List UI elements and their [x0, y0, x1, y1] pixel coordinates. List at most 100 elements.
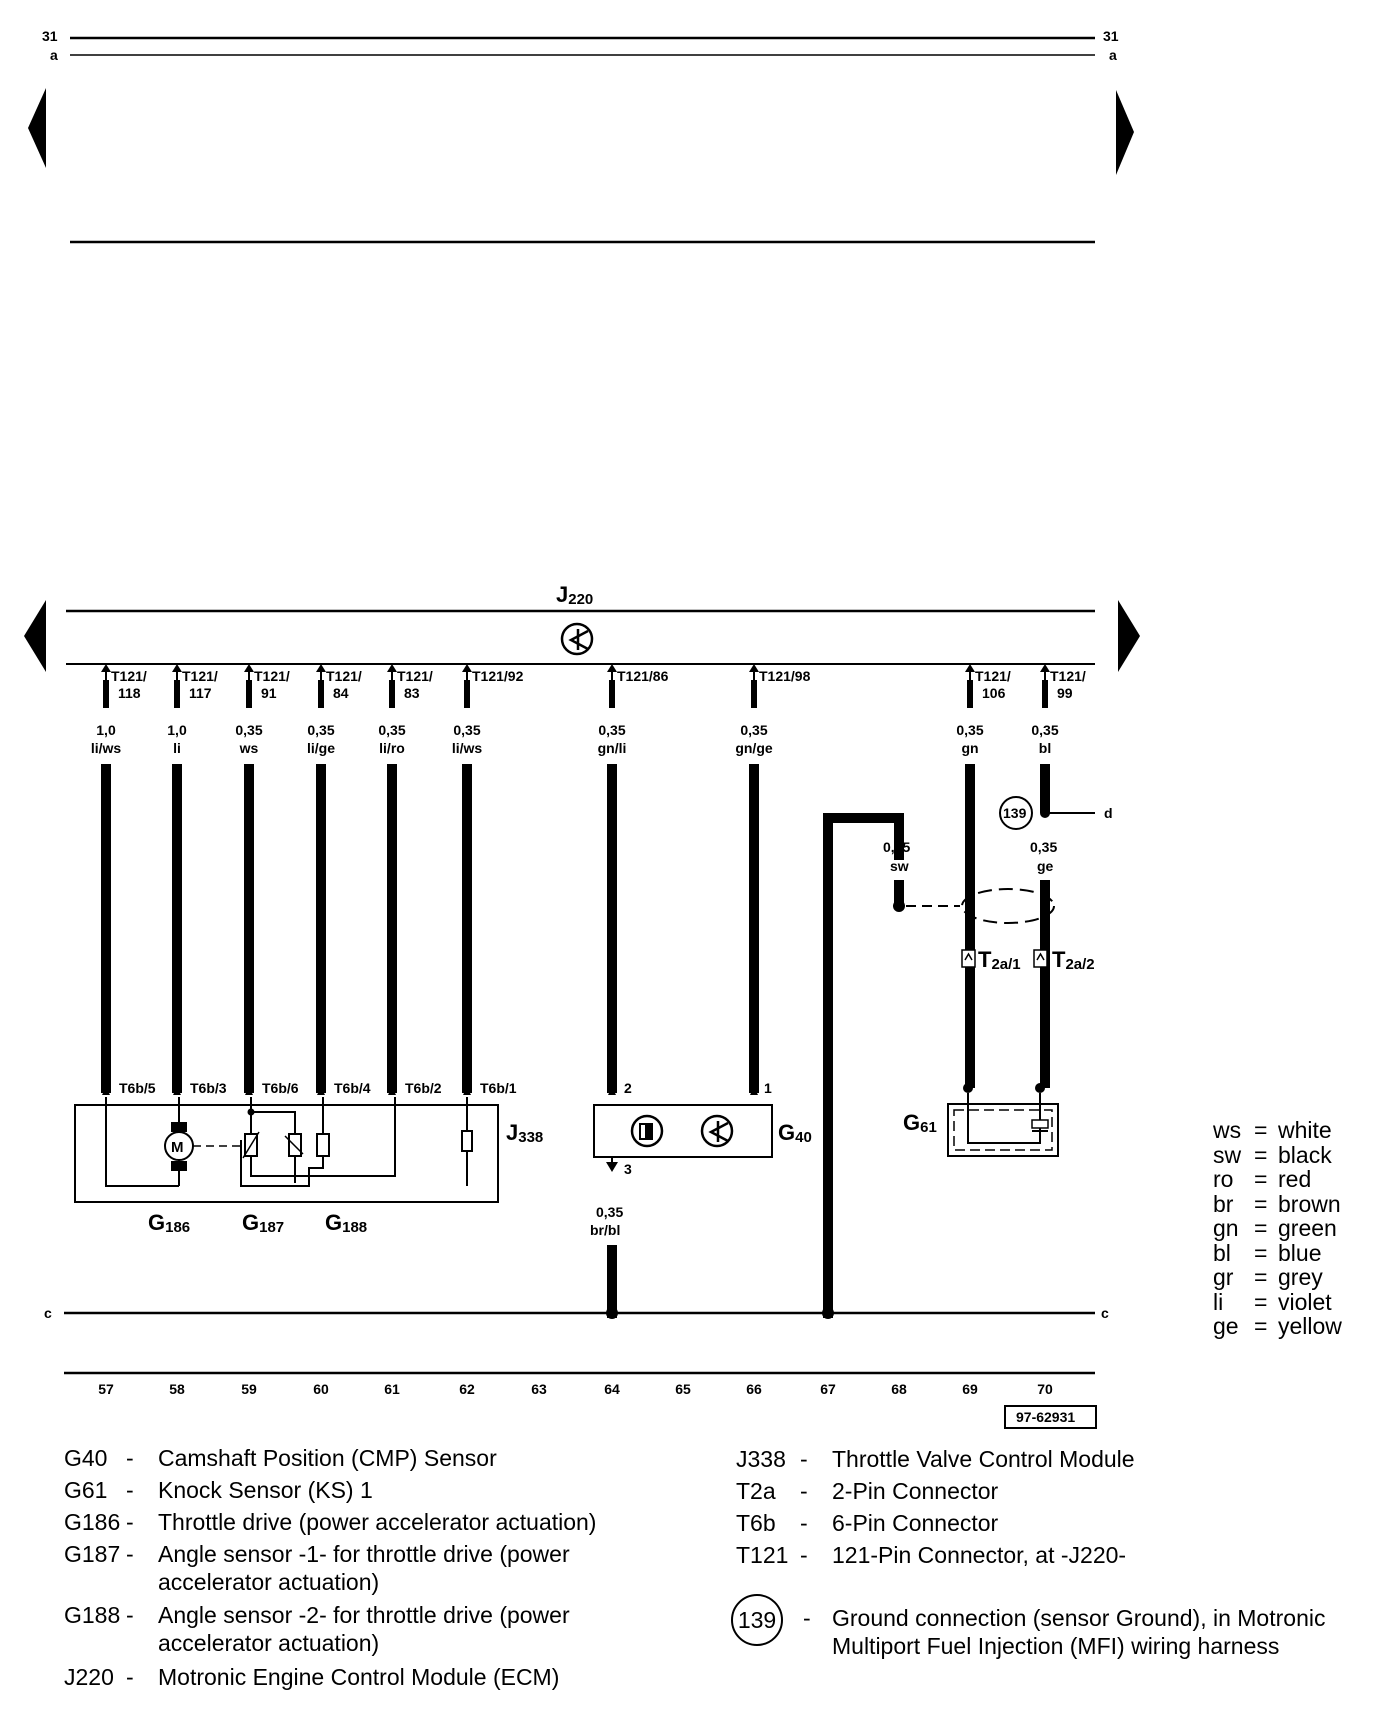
t6b-pin-arrow-icon — [463, 1087, 471, 1095]
t6b-pin-label: T6b/6 — [262, 1080, 299, 1096]
pin-arrow-icon — [965, 664, 975, 672]
wire-size-label: 0,35 — [307, 722, 334, 738]
wire-size-label: 0,35 — [740, 722, 767, 738]
g61-shield-dashed — [953, 1109, 1053, 1151]
column-number: 59 — [241, 1381, 257, 1397]
next-page-arrow[interactable] — [1118, 600, 1140, 672]
wire-size-label: 0,35 — [598, 722, 625, 738]
bus-31-right-label: 31 — [1103, 28, 1119, 44]
pin-label-top: T121/92 — [472, 668, 524, 684]
wire-color-label: gn/li — [598, 740, 627, 756]
t2a-1-connector-icon — [961, 949, 976, 968]
wire-color-label: gn — [961, 740, 978, 756]
j338-module-box — [74, 1104, 499, 1203]
column-number: 66 — [746, 1381, 762, 1397]
t6b-pin-arrow-icon — [317, 1087, 325, 1095]
ground-139-circle — [999, 796, 1033, 830]
bus-31-left-label: 31 — [42, 28, 58, 44]
wire-size-label: 0,35 — [453, 722, 480, 738]
column-number: 70 — [1037, 1381, 1053, 1397]
pin-arrow-icon — [462, 664, 472, 672]
next-page-arrow-top[interactable] — [1116, 90, 1134, 175]
pin-arrow-icon — [244, 664, 254, 672]
wire-size-label: 0,35 — [956, 722, 983, 738]
bus-c-junction-shield — [822, 1307, 834, 1319]
pin-label-top: T121/ — [111, 668, 147, 684]
prev-page-arrow-top[interactable] — [28, 88, 46, 168]
pin-arrow-icon — [101, 664, 111, 672]
wire-color-label: li/ws — [91, 740, 122, 756]
t2a-1-label: T2a/1 — [978, 947, 1021, 973]
g40-pin-2: 2 — [624, 1080, 632, 1096]
t2a-2-label: T2a/2 — [1052, 947, 1095, 973]
ground-139-label: 139 — [1003, 805, 1027, 821]
prev-page-arrow[interactable] — [24, 600, 46, 672]
ge-wire-color: ge — [1037, 858, 1054, 874]
pin-arrow-icon — [607, 664, 617, 672]
j338-junction — [247, 1108, 255, 1116]
t6b-pin-arrow-icon — [245, 1087, 253, 1095]
pin-label-top: T121/ — [182, 668, 218, 684]
wire-size-label: 1,0 — [167, 722, 187, 738]
figure-id-box — [1004, 1405, 1097, 1429]
shield-wire-color: sw — [890, 858, 909, 874]
g40-pin-arrow-icon — [750, 1087, 758, 1095]
wire-color-label: gn/ge — [735, 740, 773, 756]
g40-sensor-box — [593, 1104, 773, 1158]
wire-size-label: 0,35 — [235, 722, 262, 738]
wire-color-label: li/ws — [452, 740, 483, 756]
hall-sensor-icon — [630, 1114, 664, 1148]
g61-sensor-box — [947, 1103, 1059, 1157]
column-number: 68 — [891, 1381, 907, 1397]
pin-arrow-icon — [387, 664, 397, 672]
column-number: 69 — [962, 1381, 978, 1397]
pin-label-top: T121/ — [326, 668, 362, 684]
pin-label-top: T121/ — [975, 668, 1011, 684]
wire-color-label: li/ge — [307, 740, 335, 756]
t6b-pin-arrow-icon — [173, 1087, 181, 1095]
t6b-pin-label: T6b/5 — [119, 1080, 156, 1096]
t2a-2-connector-icon — [1033, 949, 1048, 968]
g61-junction-a — [963, 1083, 973, 1093]
bus-a-left-label: a — [50, 47, 58, 63]
piezo-element-icon — [1031, 1119, 1049, 1132]
pin-label-bottom: 117 — [189, 685, 212, 701]
motor-icon: M — [164, 1122, 194, 1171]
g61-label: G61 — [903, 1110, 937, 1136]
g40-ground-wire-size: 0,35 — [596, 1204, 623, 1220]
pin-arrow-icon — [1040, 664, 1050, 672]
pin-label-top: T121/ — [397, 668, 433, 684]
pin-label-bottom: 83 — [404, 685, 420, 701]
pin-label-bottom: 118 — [118, 685, 141, 701]
shield-wire — [823, 813, 904, 1318]
j220-label: J220 — [556, 582, 593, 608]
j220-symbol-icon — [560, 622, 594, 656]
g186-label: G186 — [148, 1210, 190, 1236]
pin-label-top: T121/98 — [759, 668, 811, 684]
pin-arrow-icon — [316, 664, 326, 672]
pin-arrow-icon — [749, 664, 759, 672]
column-number: 60 — [313, 1381, 329, 1397]
wire-size-label: 1,0 — [96, 722, 116, 738]
shield-wire-size: 0,35 — [883, 839, 910, 855]
column-number: 63 — [531, 1381, 547, 1397]
pin-label-top: T121/ — [254, 668, 290, 684]
pin-label-bottom: 84 — [333, 685, 349, 701]
g40-pin-arrow-icon — [608, 1087, 616, 1095]
ge-wire-size: 0,35 — [1030, 839, 1057, 855]
column-number: 58 — [169, 1381, 185, 1397]
resistor-icon — [461, 1130, 473, 1152]
wire-color-label: li — [173, 740, 181, 756]
t6b-pin-label: T6b/4 — [334, 1080, 371, 1096]
pin-label-top: T121/ — [1050, 668, 1086, 684]
g40-pin-3: 3 — [624, 1161, 632, 1177]
wires — [101, 664, 1050, 1093]
shield-junction — [893, 900, 905, 912]
column-number: 57 — [98, 1381, 114, 1397]
bus-c-right-label: c — [1101, 1305, 1109, 1321]
t6b-pin-label: T6b/2 — [405, 1080, 442, 1096]
ground-d-letter: d — [1104, 805, 1113, 821]
